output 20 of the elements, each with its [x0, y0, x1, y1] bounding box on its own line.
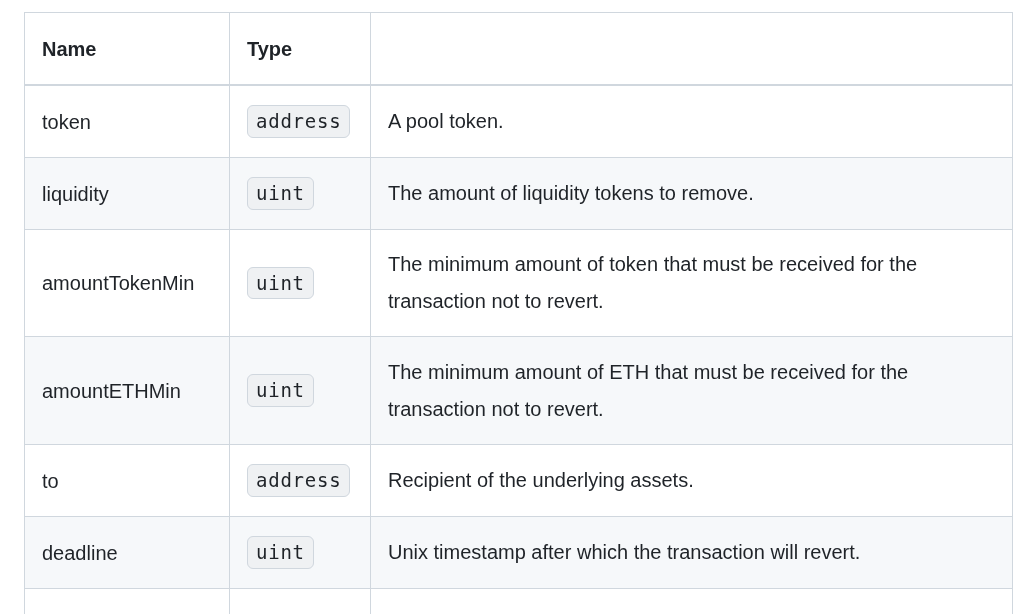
description-text: The minimum amount of token that must be received for the transaction not to revert. [388, 252, 919, 314]
parameter-name: amountETHMin [42, 378, 181, 404]
parameter-name: token [42, 109, 91, 135]
parameter-name: to [42, 468, 59, 494]
parameter-name: amountTokenMin [42, 271, 195, 296]
column-header: Name [42, 36, 97, 62]
parameter-name: deadline [42, 540, 118, 566]
type-tag: address [247, 464, 351, 497]
type-tag: uint [247, 266, 314, 300]
type-tag: address [247, 105, 351, 138]
description-text: The minimum amount of ETH that must be received for the transaction not to revert. [388, 359, 910, 422]
description-text: A pool token. [388, 109, 504, 134]
description-text: Unix timestamp after which the transaction will revert. [388, 540, 861, 565]
description-text: Recipient of the underlying assets. [388, 468, 694, 493]
column-header: Type [247, 36, 293, 62]
type-tag: uint [247, 374, 314, 407]
parameter-name: liquidity [42, 181, 109, 207]
type-tag: uint [247, 536, 314, 569]
description-text: The amount of liquidity tokens to remove. [388, 181, 754, 206]
type-tag: uint [247, 177, 314, 210]
